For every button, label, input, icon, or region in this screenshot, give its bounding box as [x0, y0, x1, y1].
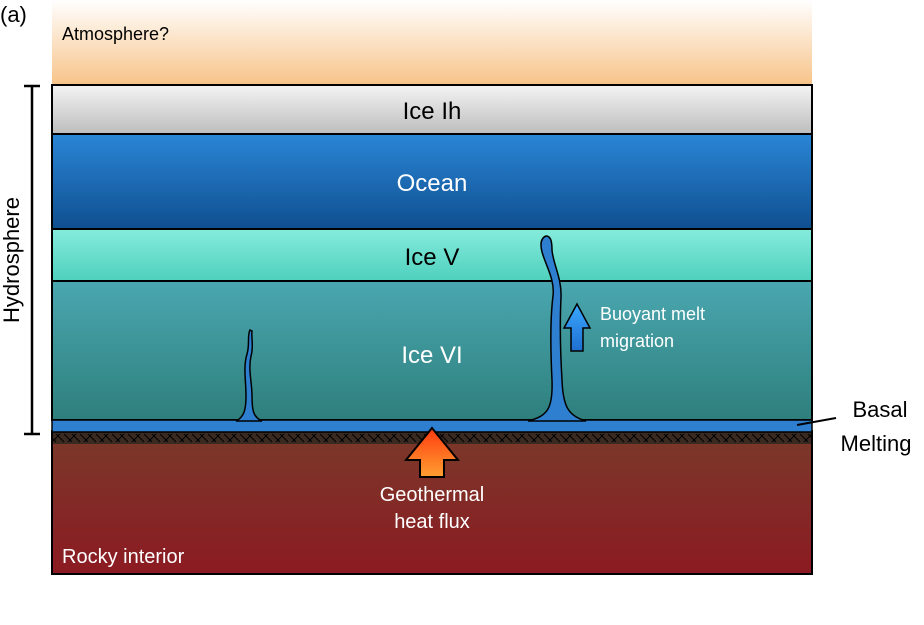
panel-label: (a) [0, 2, 27, 27]
rocky-interior-label: Rocky interior [62, 546, 185, 568]
geothermal-heat-arrow-icon [403, 426, 461, 478]
geothermal-label-line2: heat flux [394, 511, 470, 533]
buoyant-melt-label-line2: migration [600, 331, 674, 351]
ocean-label: Ocean [397, 170, 468, 197]
buoyant-melt-arrow-icon [562, 302, 592, 352]
basal-melting-label-line2: Melting [841, 431, 912, 456]
ice-v-layer [51, 228, 813, 282]
ice-ih-layer [51, 84, 813, 135]
ice-vi-label: Ice VI [401, 342, 462, 369]
atmosphere-layer [52, 0, 812, 84]
ocean-layer [51, 133, 813, 230]
buoyant-melt-label-line1: Buoyant melt [600, 304, 705, 324]
basal-melting-leader-line [796, 417, 837, 426]
ice-ih-label: Ice Ih [403, 98, 462, 125]
basal-melting-label-line1: Basal [852, 397, 907, 422]
ice-vi-layer [51, 280, 813, 421]
small-melt-plume [235, 328, 263, 422]
ice-v-label: Ice V [405, 244, 460, 271]
atmosphere-label: Atmosphere? [62, 24, 169, 44]
geothermal-label-line1: Geothermal [380, 484, 485, 506]
hydrosphere-label: Hydrosphere [0, 197, 24, 323]
large-melt-plume [527, 235, 587, 422]
